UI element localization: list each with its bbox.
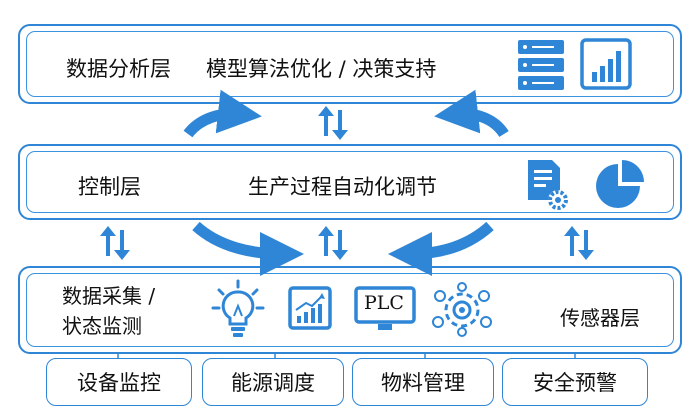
sensor-layer: 数据采集 / 状态监测 传感器层 PLC bbox=[18, 266, 682, 354]
bidirectional-arrow-center bbox=[318, 226, 348, 260]
trend-chart-icon bbox=[288, 286, 332, 330]
analysis-layer-desc: 模型算法优化 / 决策支持 bbox=[206, 57, 437, 81]
lightbulb-icon bbox=[211, 279, 265, 337]
acquisition-label-line1: 数据采集 / bbox=[62, 284, 156, 308]
module-label: 设备监控 bbox=[77, 371, 161, 395]
module-label: 安全预警 bbox=[533, 371, 617, 395]
curved-arrow-left-up bbox=[183, 89, 262, 138]
curved-arrow-left-down bbox=[192, 221, 304, 276]
curved-arrow-right-up bbox=[434, 89, 509, 138]
bidirectional-arrow-left bbox=[100, 226, 130, 260]
bidirectional-arrow-right bbox=[564, 226, 594, 260]
bidirectional-arrow-top-center bbox=[318, 106, 348, 140]
module-label: 物料管理 bbox=[381, 371, 465, 395]
plc-monitor-icon: PLC bbox=[354, 286, 418, 336]
control-layer-name: 控制层 bbox=[78, 175, 141, 199]
sensor-layer-name: 传感器层 bbox=[560, 306, 640, 330]
curved-arrow-right-down bbox=[388, 221, 494, 276]
document-gear-icon bbox=[528, 160, 568, 210]
module-label: 能源调度 bbox=[231, 371, 315, 395]
control-layer: 控制层 生产过程自动化调节 bbox=[18, 144, 682, 220]
server-icon bbox=[518, 40, 564, 90]
module-energy-dispatch: 能源调度 bbox=[202, 358, 344, 406]
network-gear-icon bbox=[432, 282, 492, 337]
analysis-layer-name: 数据分析层 bbox=[66, 57, 171, 81]
control-layer-desc: 生产过程自动化调节 bbox=[248, 175, 437, 199]
module-material-management: 物料管理 bbox=[352, 358, 494, 406]
pie-chart-icon bbox=[596, 160, 644, 208]
module-equipment-monitoring: 设备监控 bbox=[46, 358, 192, 406]
acquisition-label-line2: 状态监测 bbox=[62, 314, 142, 338]
plc-label: PLC bbox=[364, 292, 404, 314]
bar-chart-icon bbox=[580, 38, 632, 90]
module-safety-warning: 安全预警 bbox=[502, 358, 648, 406]
analysis-layer: 数据分析层 模型算法优化 / 决策支持 bbox=[18, 24, 682, 104]
